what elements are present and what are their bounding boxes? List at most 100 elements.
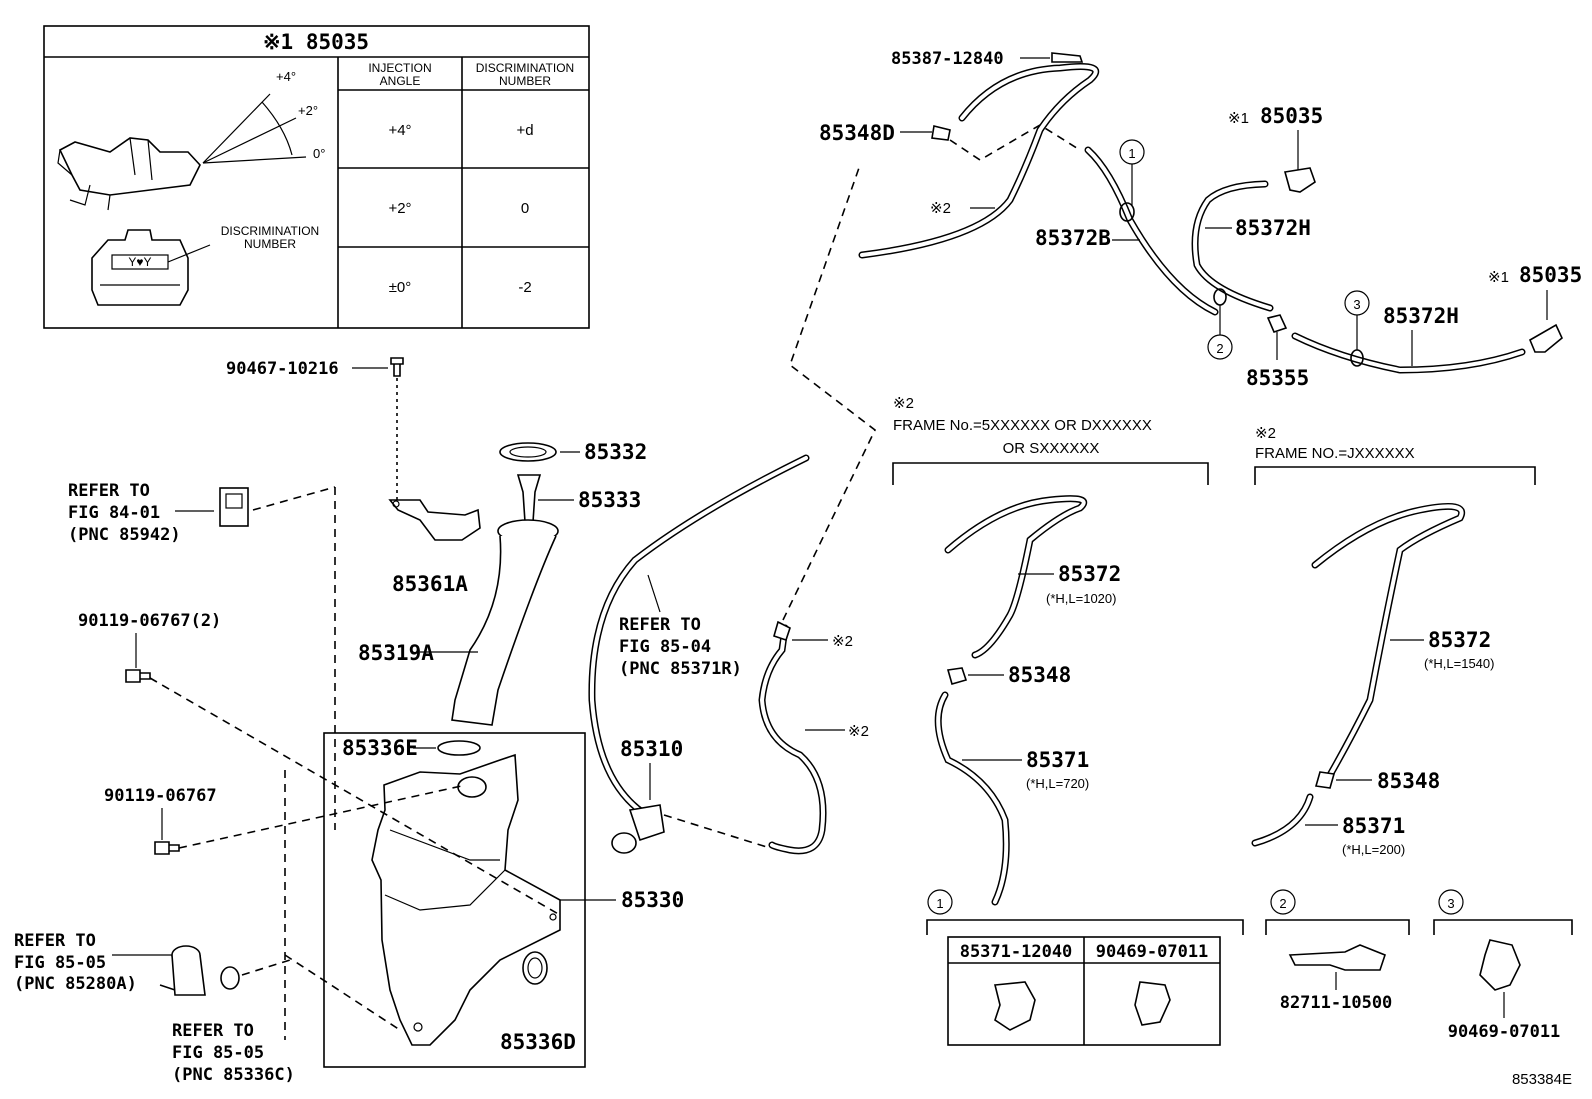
pump-85310: 85310 — [611, 737, 771, 854]
refer4-l1: REFER TO — [172, 1021, 254, 1041]
injection-angle-table: ※1 85035 INJECTION ANGLE DISCRIMINATION … — [43, 25, 590, 329]
nozzle-illustration: +4° +2° 0° — [57, 69, 325, 211]
clip-detail-3: 3 90469-07011 — [1433, 889, 1573, 1042]
inlet-85319A: 85319A — [358, 519, 559, 726]
variant-a-85372: 85372 — [1058, 562, 1121, 586]
refer2-l2: FIG 85-04 — [619, 637, 711, 657]
angle-mark-plus4: +4° — [276, 69, 296, 84]
variant-b-85372: 85372 — [1428, 628, 1491, 652]
variant-a-85371: 85371 — [1026, 748, 1089, 772]
refer2-l1: REFER TO — [619, 615, 701, 635]
clip1-number: 1 — [936, 896, 943, 911]
label-85372H-b: 85372H — [1383, 304, 1459, 328]
header-injection-angle: INJECTION — [368, 61, 431, 75]
label-85372H-a: 85372H — [1235, 216, 1311, 240]
angle-row-1: +4° — [388, 122, 411, 139]
angle-row-3: ±0° — [389, 279, 412, 296]
clip1-part-b: 90469-07011 — [1096, 942, 1209, 962]
clip3-part: 90469-07011 — [1448, 1022, 1561, 1042]
label-85387-12840: 85387-12840 — [891, 49, 1004, 69]
mark1-a: ※1 — [1228, 110, 1249, 127]
label-90119-06767-2: 90119-06767(2) — [78, 611, 221, 631]
angle-row-2: +2° — [388, 200, 411, 217]
refer3-l1: REFER TO — [14, 931, 96, 951]
clip2-callout-a: 2 — [1216, 341, 1223, 356]
angle-mark-plus2: +2° — [298, 103, 318, 118]
refer3-l3: (PNC 85280A) — [14, 974, 137, 994]
variant-b-85371-len: (*H,L=200) — [1342, 842, 1405, 857]
clip2-part: 82711-10500 — [1280, 993, 1393, 1013]
clip3-number: 3 — [1447, 896, 1454, 911]
angle-mark-zero: 0° — [313, 146, 325, 161]
discrimination-illustration: Y♥Y DISCRIMINATION NUMBER — [91, 224, 319, 306]
label-85336E: 85336E — [342, 736, 418, 760]
number-row-1: +d — [516, 122, 533, 139]
variant-b-frame1: FRAME NO.=JXXXXXX — [1255, 445, 1415, 462]
refer1-l3: (PNC 85942) — [68, 525, 181, 545]
variant-a-85372-len: (*H,L=1020) — [1046, 591, 1116, 606]
label-90467-10216: 90467-10216 — [226, 359, 339, 379]
bolt-90119-pair: 90119-06767(2) — [78, 611, 561, 916]
refer3-l2: FIG 85-05 — [14, 953, 106, 973]
hose-refer-85-04: REFER TO FIG 85-04 (PNC 85371R) — [588, 454, 810, 816]
variant-a-mark: ※2 — [893, 395, 914, 412]
figure-id: 853384E — [1512, 1071, 1572, 1088]
label-85330: 85330 — [621, 888, 684, 912]
mark2-a: ※2 — [832, 633, 853, 650]
mark2-c: ※2 — [930, 200, 951, 217]
svg-text:NUMBER: NUMBER — [244, 237, 296, 251]
label-85319A: 85319A — [358, 641, 434, 665]
label-85332: 85332 — [584, 440, 647, 464]
variant-a: ※2 FRAME No.=5XXXXXX OR DXXXXXX OR SXXXX… — [892, 395, 1209, 906]
clip1-callout-a: 1 — [1128, 146, 1135, 161]
clip2-number: 2 — [1279, 896, 1286, 911]
label-85035-a: 85035 — [1260, 104, 1323, 128]
clip-detail-1: 1 85371-12040 90469-07011 — [926, 889, 1244, 1046]
bracket-85361A: 85361A — [388, 499, 481, 596]
label-85361A: 85361A — [392, 572, 468, 596]
bolt-90119: 90119-06767 — [104, 784, 467, 855]
variant-a-85371-len: (*H,L=720) — [1026, 776, 1089, 791]
variant-b-85372-len: (*H,L=1540) — [1424, 656, 1494, 671]
number-row-2: 0 — [521, 200, 529, 217]
refer4-l3: (PNC 85336C) — [172, 1065, 295, 1085]
table-title: ※1 85035 — [263, 30, 369, 54]
bolt-90467: 90467-10216 — [226, 357, 404, 500]
refer1-l2: FIG 84-01 — [68, 503, 160, 523]
variant-b-85348: 85348 — [1377, 769, 1440, 793]
refer-85-05-pump: REFER TO FIG 85-05 (PNC 85280A) — [14, 770, 401, 1040]
label-85035-b: 85035 — [1519, 263, 1582, 287]
header-injection-angle-2: ANGLE — [380, 74, 421, 88]
clip1-part-a: 85371-12040 — [960, 942, 1073, 962]
label-85355: 85355 — [1246, 366, 1309, 390]
label-85333: 85333 — [578, 488, 641, 512]
label-85336D: 85336D — [500, 1030, 576, 1054]
variant-b: ※2 FRAME NO.=JXXXXXX 85372 (*H,L=1540) 8… — [1251, 425, 1536, 857]
clip3-callout-a: 3 — [1353, 297, 1360, 312]
joint-85348-center: ※2 ※2 — [758, 164, 877, 855]
cap-85332: 85332 — [499, 440, 647, 464]
header-discrimination-2: NUMBER — [499, 74, 551, 88]
variant-a-frame1: FRAME No.=5XXXXXX OR DXXXXXX — [893, 417, 1152, 434]
number-row-3: -2 — [518, 279, 531, 296]
refer4-l2: FIG 85-05 — [172, 1043, 264, 1063]
discrimination-label: DISCRIMINATION — [221, 224, 319, 238]
clip-detail-2: 2 82711-10500 — [1265, 889, 1410, 1013]
refer-84-01: REFER TO FIG 84-01 (PNC 85942) — [68, 481, 336, 830]
variant-b-85371: 85371 — [1342, 814, 1405, 838]
refer2-l3: (PNC 85371R) — [619, 659, 742, 679]
label-85372B: 85372B — [1035, 226, 1111, 250]
mark1-b: ※1 — [1488, 269, 1509, 286]
label-85310: 85310 — [620, 737, 683, 761]
strainer-85333: 85333 — [516, 474, 641, 523]
label-85348D: 85348D — [819, 121, 895, 145]
tank-box: 85336E 85330 85336D — [323, 732, 684, 1068]
label-90119-06767: 90119-06767 — [104, 786, 217, 806]
refer1-l1: REFER TO — [68, 481, 150, 501]
mark2-b: ※2 — [848, 723, 869, 740]
refer-85-05-grommet: REFER TO FIG 85-05 (PNC 85336C) — [172, 1021, 295, 1085]
variant-b-mark: ※2 — [1255, 425, 1276, 442]
variant-a-85348: 85348 — [1008, 663, 1071, 687]
top-hose-assembly: 85387-12840 85348D ※2 85372B 1 85372H ※1… — [819, 49, 1582, 390]
